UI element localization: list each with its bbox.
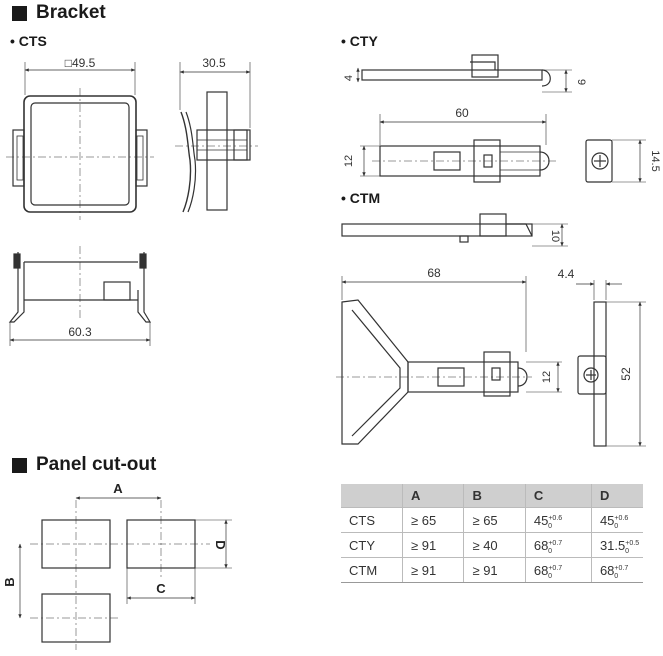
cutout-label-a: A	[113, 481, 123, 496]
ctm-side-dim: 4.4	[558, 267, 575, 281]
row-d-tol-down: 0	[614, 522, 619, 530]
row-c-base: 45	[533, 512, 549, 528]
row-c-tol-down: 0	[548, 572, 553, 580]
ctm-height-dim: 52	[619, 367, 633, 381]
table-row: CTS ≥ 65 ≥ 65 45+0.60 45+0.60	[341, 507, 643, 533]
heading-square-icon	[12, 5, 27, 21]
row-d-base: 45	[599, 512, 615, 528]
cts-side-view	[175, 62, 258, 213]
table-header-model	[341, 484, 403, 508]
svg-text:□49.5: □49.5	[65, 56, 96, 70]
row-c-base: 68	[533, 562, 549, 578]
heading-square-icon	[12, 457, 27, 473]
ctm-end-view	[576, 280, 646, 447]
cty-plan-view	[360, 114, 556, 183]
row-model: CTY	[341, 532, 403, 558]
cts-bottom-view	[8, 246, 152, 346]
ctm-plan-view	[336, 276, 562, 445]
row-model: CTS	[341, 507, 403, 533]
cts-width-dim: 49.5	[72, 56, 96, 70]
ctm-label: • CTM	[341, 190, 381, 206]
row-c: 68+0.70	[524, 532, 592, 558]
table-header-row: A B C D	[341, 484, 643, 508]
row-d-tol-up: +0.5	[625, 539, 640, 547]
table-header-b: B	[463, 484, 526, 508]
table-row: CTY ≥ 91 ≥ 40 68+0.70 31.5+0.50	[341, 532, 643, 558]
table-header-d: D	[590, 484, 643, 508]
row-d-tol-down: 0	[625, 547, 629, 555]
row-c-tol-down: 0	[548, 547, 553, 555]
row-model: CTM	[341, 557, 403, 583]
row-c: 45+0.60	[524, 507, 592, 533]
cty-height-dim: 9	[575, 79, 587, 85]
cty-thickness-dim: 4	[343, 75, 355, 81]
bracket-heading-text: Bracket	[36, 2, 106, 23]
row-c: 68+0.70	[524, 557, 592, 583]
table-row: CTM ≥ 91 ≥ 91 68+0.70 68+0.70	[341, 557, 643, 583]
row-b: ≥ 65	[463, 507, 526, 533]
row-d-tol-up: +0.6	[614, 514, 629, 522]
row-d-tol-down: 0	[614, 572, 619, 580]
bracket-heading: Bracket	[12, 2, 106, 24]
row-c-tol-down: 0	[548, 522, 553, 530]
row-d-tol-up: +0.7	[614, 564, 629, 572]
panel-cutout-diagram	[18, 496, 232, 650]
cty-side-profile	[356, 54, 572, 93]
row-b: ≥ 91	[463, 557, 526, 583]
cts-square-symbol: □	[65, 56, 72, 70]
cty-length-dim: 60	[455, 106, 469, 120]
cts-depth-dim: 30.5	[202, 56, 226, 70]
row-a: ≥ 91	[402, 532, 464, 558]
cutout-label-d: D	[213, 540, 228, 549]
cts-bottom-width-dim: 60.3	[68, 325, 92, 339]
row-d: 31.5+0.50	[590, 532, 643, 558]
panel-cutout-heading-text: Panel cut-out	[36, 454, 157, 475]
row-c-tol-up: +0.6	[548, 514, 563, 522]
row-d: 45+0.60	[590, 507, 643, 533]
cutout-label-c: C	[156, 581, 166, 596]
row-d-base: 31.5	[599, 537, 626, 553]
cty-label: • CTY	[341, 33, 378, 49]
row-c-tol-up: +0.7	[548, 564, 563, 572]
cty-end-view	[585, 139, 646, 183]
ctm-thickness-dim: 10	[549, 230, 561, 242]
row-a: ≥ 65	[402, 507, 464, 533]
cty-end-height-dim: 14.5	[649, 150, 661, 171]
ctm-side-profile	[341, 213, 568, 247]
panel-cutout-heading: Panel cut-out	[12, 454, 156, 476]
row-c-base: 68	[533, 537, 549, 553]
row-a: ≥ 91	[402, 557, 464, 583]
ctm-length-dim: 68	[427, 266, 441, 280]
row-d: 68+0.70	[590, 557, 643, 583]
row-b: ≥ 40	[463, 532, 526, 558]
cutout-label-b: B	[2, 577, 17, 586]
table-header-c: C	[524, 484, 592, 508]
cts-front-view	[6, 62, 154, 220]
cutout-spec-table: A B C D CTS ≥ 65 ≥ 65 45+0.60 45+0.60 CT…	[341, 484, 643, 583]
cts-label: • CTS	[10, 33, 47, 49]
row-d-base: 68	[599, 562, 615, 578]
cty-width-dim: 12	[343, 155, 355, 167]
row-c-tol-up: +0.7	[548, 539, 563, 547]
ctm-width-dim: 12	[541, 371, 553, 383]
table-header-a: A	[402, 484, 464, 508]
